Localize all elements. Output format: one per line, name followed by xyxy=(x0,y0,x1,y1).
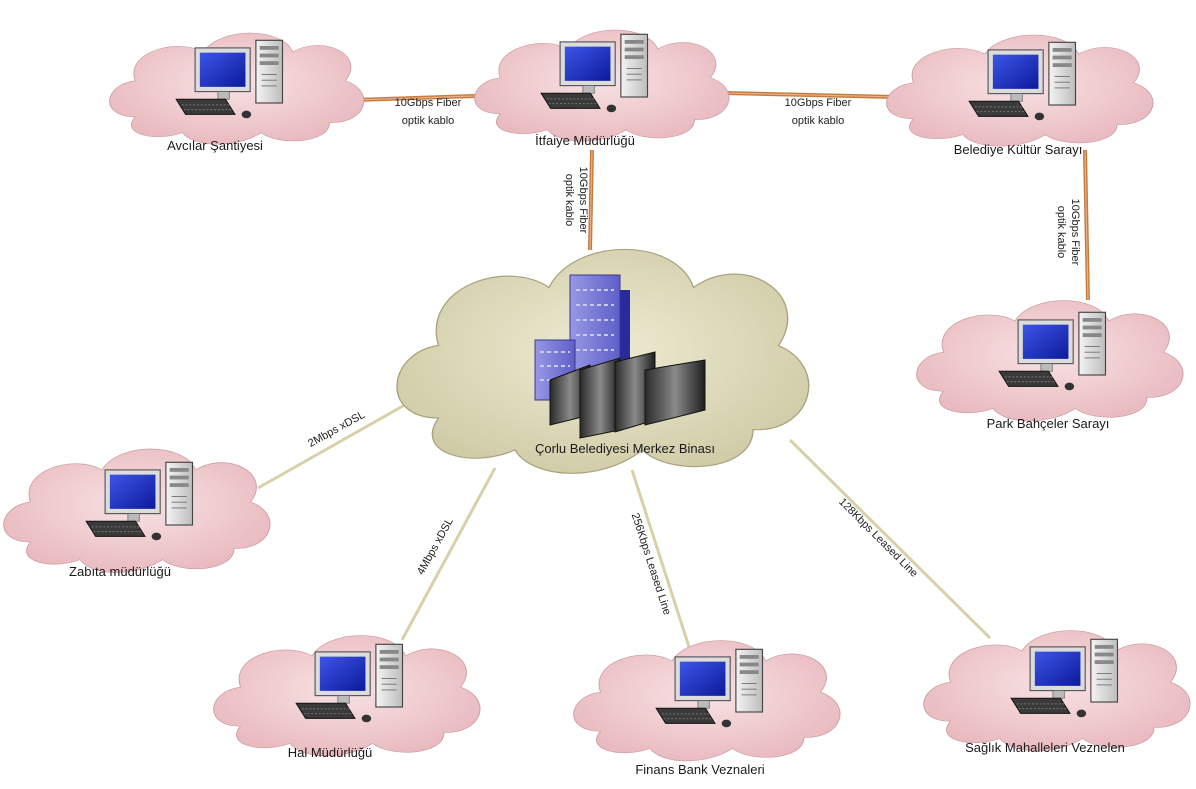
link-label-itfaiye-center-2: optik kablo xyxy=(563,174,575,227)
building-icon xyxy=(534,274,630,401)
link-label-kultur-park-2: optik kablo xyxy=(1055,206,1067,259)
link-label-avcilar-itfaiye-1: 10Gbps Fiber xyxy=(395,97,462,109)
node-label-kultur: Belediye Kültür Sarayı xyxy=(954,142,1083,157)
link-label-itfaiye-kultur-1: 10Gbps Fiber xyxy=(785,97,852,109)
node-itfaiye[interactable]: İtfaiye Müdürlüğü xyxy=(474,29,730,148)
node-label-itfaiye: İtfaiye Müdürlüğü xyxy=(535,133,635,148)
node-park[interactable]: Park Bahçeler Sarayı xyxy=(916,299,1184,431)
node-label-avcilar: Avcılar Şantiyesi xyxy=(167,138,263,153)
node-hal[interactable]: Hal Müdürlüğü xyxy=(213,634,481,760)
link-label-itfaiye-kultur-2: optik kablo xyxy=(792,115,845,127)
node-zabita[interactable]: Zabıta müdürlüğü xyxy=(3,448,271,579)
link-label-itfaiye-center-1: 10Gbps Fiber xyxy=(577,167,589,234)
link-itfaiye-center: 10Gbps Fiber optik kablo xyxy=(563,149,594,251)
center-node[interactable]: Çorlu Belediyesi Merkez Binası xyxy=(396,248,810,475)
center-label: Çorlu Belediyesi Merkez Binası xyxy=(535,441,715,456)
node-kultur[interactable]: Belediye Kültür Sarayı xyxy=(886,34,1154,157)
server-rack-icon xyxy=(549,351,706,439)
node-label-hal: Hal Müdürlüğü xyxy=(288,745,373,760)
link-center-hal: 4Mbps xDSL xyxy=(400,467,497,641)
node-saglik[interactable]: Sağlık Mahalleleri Veznelen xyxy=(923,629,1191,755)
node-label-zabita: Zabıta müdürlüğü xyxy=(69,564,171,579)
link-center-saglik: 128Kbps Leased Line xyxy=(788,438,992,640)
link-label-kultur-park-1: 10Gbps Fiber xyxy=(1069,199,1081,266)
link-center-banka: 256Kbps Leased Line xyxy=(629,469,692,651)
node-label-saglik: Sağlık Mahalleleri Veznelen xyxy=(965,740,1125,755)
link-label-center-saglik: 128Kbps Leased Line xyxy=(836,496,920,580)
link-kultur-park: 10Gbps Fiber optik kablo xyxy=(1055,149,1090,301)
node-label-banka: Finans Bank Veznaleri xyxy=(635,762,764,777)
node-banka[interactable]: Finans Bank Veznaleri xyxy=(573,639,841,777)
link-label-avcilar-itfaiye-2: optik kablo xyxy=(402,115,455,127)
node-label-park: Park Bahçeler Sarayı xyxy=(987,416,1110,431)
link-label-center-hal: 4Mbps xDSL xyxy=(415,516,456,577)
node-avcilar[interactable]: Avcılar Şantiyesi xyxy=(109,32,365,153)
